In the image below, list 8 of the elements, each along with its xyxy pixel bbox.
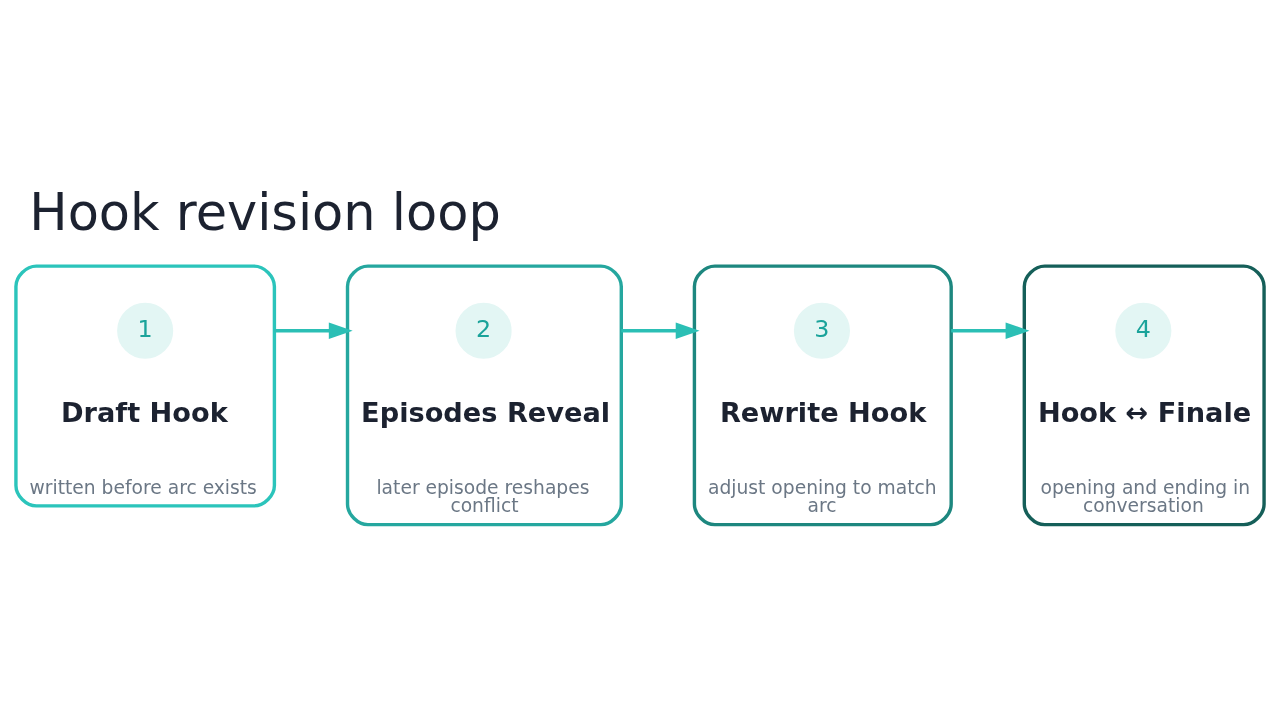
node-circle: 4 (1115, 302, 1172, 359)
node-circle: 3 (793, 302, 850, 359)
arrow (951, 321, 1030, 339)
node-circle: 1 (117, 302, 174, 359)
diagram-title: Hook revision loop (29, 182, 501, 242)
arrow (621, 321, 700, 339)
arrow (274, 321, 353, 339)
node-circle: 2 (455, 302, 512, 359)
